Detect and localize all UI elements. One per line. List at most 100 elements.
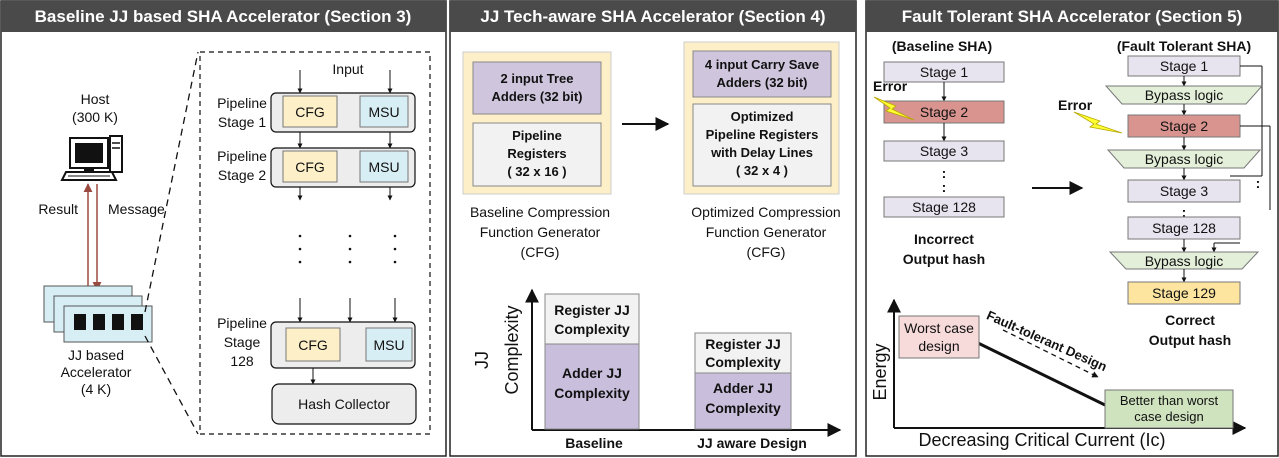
- ft-side-ellipsis: :: [1256, 175, 1261, 191]
- host-computer-icon: [60, 135, 123, 181]
- ft-stage-3-label: Stage 3: [1160, 183, 1208, 199]
- accel-label-1: JJ based: [68, 347, 124, 363]
- accelerator-chip-icon: [43, 285, 153, 343]
- panel2-title: JJ Tech-aware SHA Accelerator (Section 4…: [480, 7, 825, 26]
- x-label-jj-aware: JJ aware Design: [697, 435, 807, 451]
- jj-aware-register-bar: [694, 332, 792, 374]
- energy-y-label: Energy: [870, 343, 890, 400]
- panel-jj-aware: JJ Tech-aware SHA Accelerator (Section 4…: [449, 0, 857, 457]
- msu-block: [359, 95, 409, 128]
- baseline-error-label: Error: [873, 78, 908, 94]
- baseline-adder-label-1: Adder JJ: [562, 365, 622, 381]
- opt-regs-label-2: Pipeline Registers: [706, 127, 819, 142]
- panel1-title: Baseline JJ based SHA Accelerator (Secti…: [35, 7, 412, 26]
- csa-block: [692, 50, 832, 98]
- opt-regs-label-3: with Delay Lines: [710, 145, 813, 160]
- y-axis-label-1: JJ: [472, 351, 492, 369]
- pipeline-ellipsis: [298, 234, 397, 264]
- pipeline-stage1-num: Stage 1: [218, 114, 266, 130]
- ft-bypass-2: [1106, 149, 1262, 169]
- hash-collector: [271, 383, 417, 425]
- ft-bypass-3: [1108, 251, 1260, 270]
- pipeline-registers-block: [472, 122, 602, 187]
- optimized-caption-3: (CFG): [747, 244, 786, 260]
- input-label: Input: [332, 61, 363, 77]
- pipeline-stage128-label: Pipeline: [217, 315, 267, 331]
- ft-stage-129: [1127, 281, 1241, 305]
- baseline-stage-128: [883, 196, 1005, 218]
- cfg-label: CFG: [298, 337, 328, 353]
- msu-block: [359, 150, 409, 183]
- pipe-regs-label-2: Registers: [507, 146, 566, 161]
- ft-error-label: Error: [1058, 97, 1093, 113]
- optimized-registers-block: [692, 103, 832, 187]
- panel-baseline: Baseline JJ based SHA Accelerator (Secti…: [0, 0, 447, 457]
- jj-aware-adder-label-1: Adder JJ: [713, 380, 773, 396]
- y-axis-label-2: Complexity: [502, 305, 522, 394]
- jj-aware-register-label-2: Complexity: [705, 354, 781, 370]
- jj-complexity-chart: JJ Complexity Register JJ Complexity Add…: [472, 288, 842, 451]
- pipe-regs-label-1: Pipeline: [512, 128, 562, 143]
- better-case-label-2: case design: [1134, 409, 1203, 424]
- optimized-caption-2: Function Generator: [706, 224, 827, 240]
- pipeline-stage2-num: Stage 2: [218, 167, 266, 183]
- correct-output-label-2: Output hash: [1149, 332, 1231, 348]
- panel1-header: [1, 1, 446, 32]
- pipeline-stage128-word: Stage: [224, 334, 261, 350]
- baseline-error-bolt-icon: [873, 96, 915, 121]
- baseline-caption-2: Function Generator: [480, 224, 601, 240]
- tree-adders-block: [472, 61, 602, 115]
- zoom-line-bottom: [144, 335, 199, 435]
- energy-trend-line: [977, 341, 1106, 407]
- worst-case-box: [898, 315, 980, 359]
- cfg-block: [282, 150, 338, 183]
- baseline-stage-3: [883, 140, 1005, 162]
- ft-stage-2-label: Stage 2: [1160, 118, 1208, 134]
- msu-label: MSU: [368, 159, 399, 175]
- baseline-adder-bar: [544, 343, 640, 430]
- worst-case-label-2: design: [918, 338, 959, 354]
- cfg-label: CFG: [295, 159, 325, 175]
- better-case-label-1: Better than worst: [1120, 393, 1219, 408]
- jj-aware-adder-label-2: Complexity: [705, 400, 781, 416]
- panel3-header: [866, 1, 1278, 32]
- jj-aware-adder-bar: [694, 372, 792, 430]
- cfg-block: [282, 95, 338, 128]
- panel3-title: Fault Tolerant SHA Accelerator (Section …: [902, 7, 1242, 26]
- msu-label: MSU: [373, 337, 404, 353]
- baseline-ellipsis: :: [942, 165, 947, 181]
- cfg-block: [285, 327, 341, 362]
- baseline-register-label-2: Complexity: [554, 321, 630, 337]
- msu-block: [365, 327, 413, 362]
- worst-case-label-1: Worst case: [904, 320, 974, 336]
- host-label: Host: [81, 91, 110, 107]
- ft-stage-129-label: Stage 129: [1152, 285, 1216, 301]
- ft-bypass-1-label: Bypass logic: [1145, 87, 1224, 103]
- ft-bypass-1: [1104, 85, 1264, 105]
- ft-sha-label: (Fault Tolerant SHA): [1117, 38, 1251, 54]
- ft-error-bolt-icon: [1073, 111, 1123, 134]
- pipeline-stage2-label: Pipeline: [217, 148, 267, 164]
- cfg-label: CFG: [295, 104, 325, 120]
- incorrect-output-label-2: Output hash: [903, 251, 985, 267]
- tree-adders-label-2: Adders (32 bit): [491, 89, 582, 104]
- csa-label-1: 4 input Carry Save: [705, 57, 819, 72]
- incorrect-output-label-1: Incorrect: [914, 231, 974, 247]
- x-label-baseline: Baseline: [565, 435, 623, 451]
- baseline-adder-label-2: Complexity: [554, 385, 630, 401]
- message-label: Message: [108, 201, 165, 217]
- jj-aware-register-label-1: Register JJ: [705, 336, 780, 352]
- ft-bypass-2-label: Bypass logic: [1145, 151, 1224, 167]
- correct-output-label-1: Correct: [1165, 312, 1215, 328]
- baseline-caption-3: (CFG): [521, 244, 560, 260]
- tree-adders-label-1: 2 input Tree: [501, 71, 574, 86]
- pipe-regs-label-3: ( 32 x 16 ): [507, 164, 566, 179]
- panel-fault-tolerant: Fault Tolerant SHA Accelerator (Section …: [865, 0, 1279, 457]
- baseline-register-bar: [544, 293, 640, 345]
- ft-stage-1-label: Stage 1: [1160, 58, 1208, 74]
- ft-stage-3: [1127, 179, 1241, 203]
- pipeline-stage128-num: 128: [230, 353, 254, 369]
- baseline-stage-3-label: Stage 3: [920, 143, 968, 159]
- zoom-line-top: [144, 51, 199, 313]
